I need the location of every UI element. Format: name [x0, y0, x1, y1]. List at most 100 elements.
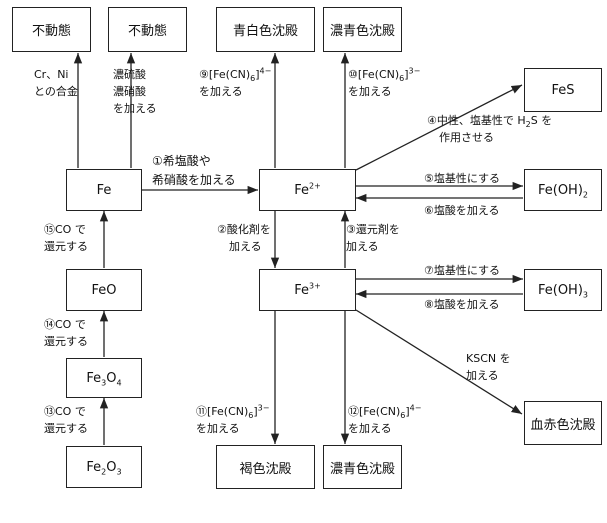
r10-sup: 3−: [408, 66, 421, 76]
label-reaction-9: ⑨[Fe(CN)6]4− を加える: [199, 66, 271, 100]
r4-a: ④中性、塩基性で H: [427, 114, 526, 127]
label-reaction-14: ⑭CO で 還元する: [44, 316, 88, 350]
label-nolyusan-kuwaeru: を加える: [113, 102, 157, 115]
r11-sup: 3−: [257, 403, 270, 413]
feoh3-sub: 3: [582, 290, 588, 300]
box-fes: FeS: [524, 68, 602, 112]
fe2o3-s1: 2: [101, 467, 107, 477]
fe3o4-s2: 4: [116, 378, 122, 388]
label-reaction-15-line2: 還元する: [44, 240, 88, 253]
fe3o4-s1: 3: [101, 378, 107, 388]
box-fe3-text: Fe3+: [294, 281, 321, 298]
fe3o4-b: O: [106, 370, 117, 386]
fe2-base: Fe: [294, 182, 309, 198]
label-reaction-11-line1: ⑪[Fe(CN)6]3−: [196, 403, 269, 420]
fe3-base: Fe: [294, 282, 309, 298]
label-reaction-1: ①希塩酸や 希硝酸を加える: [152, 152, 236, 190]
label-reaction-9-line2: を加える: [199, 85, 243, 98]
label-reaction-1-line1: ①希塩酸や: [152, 154, 211, 168]
label-reaction-10-line2: を加える: [348, 85, 392, 98]
r10-num: ⑩: [348, 68, 358, 81]
label-cr-ni-line2: との合金: [34, 85, 78, 98]
label-noshosan: 濃硝酸: [113, 85, 146, 98]
r11-num: ⑪: [196, 405, 207, 418]
label-reaction-8: ⑧塩酸を加える: [424, 298, 500, 311]
label-reaction-5: ⑤塩基性にする: [424, 172, 500, 185]
label-cr-ni-line1: Cr、Ni: [34, 68, 69, 81]
label-reaction-1-line2: 希硝酸を加える: [152, 173, 236, 187]
label-reaction-13-line1: ⑬CO で: [44, 405, 86, 418]
box-fe3o4-text: Fe3O4: [86, 370, 122, 388]
feoh3-formula: Fe(OH): [537, 282, 583, 298]
fe2o3-b: O: [106, 459, 117, 475]
label-reaction-13: ⑬CO で 還元する: [44, 403, 88, 437]
r10-a: [Fe(CN): [357, 68, 400, 81]
fe2o3-s2: 3: [116, 467, 122, 477]
box-nosei-top-text: 濃青色沈殿: [329, 24, 395, 39]
label-reaction-10: ⑩[Fe(CN)6]3− を加える: [348, 66, 420, 100]
arrow-fe2-to-fes: [355, 84, 523, 171]
box-feoh3: Fe(OH)3: [524, 269, 602, 311]
box-fudotai-right: 不動態: [108, 7, 187, 52]
box-nosei-chinden-bottom: 濃青色沈殿: [323, 445, 402, 489]
box-fe3o4: Fe3O4: [66, 358, 142, 398]
label-reaction-15-line1: ⑮CO で: [44, 223, 86, 236]
r4-b: S を: [530, 114, 553, 127]
label-nolyusan: 濃硫酸: [113, 68, 146, 81]
feoh2-sub: 2: [582, 190, 588, 200]
box-fe2o3-text: Fe2O3: [86, 459, 122, 477]
label-reaction-14-line2: 還元する: [44, 335, 88, 348]
label-reaction-3-line1: ③還元剤を: [346, 223, 400, 236]
box-kasshoku-chinden: 褐色沈殿: [216, 445, 315, 489]
label-reaction-12-line2: を加える: [348, 422, 392, 435]
label-reaction-7: ⑦塩基性にする: [424, 264, 500, 277]
label-reaction-15: ⑮CO で 還元する: [44, 221, 88, 255]
box-fe: Fe: [66, 169, 142, 211]
r10-b: ]: [404, 68, 409, 81]
r10-sub: 6: [399, 74, 405, 84]
box-fe2o3: Fe2O3: [66, 446, 142, 488]
label-reaction-12: ⑫[Fe(CN)6]4− を加える: [348, 403, 421, 437]
r12-num: ⑫: [348, 405, 359, 418]
label-cr-ni: Cr、Ni との合金: [34, 66, 78, 100]
box-fe-text: Fe: [96, 182, 112, 198]
label-kscn: KSCN を 加える: [466, 350, 511, 384]
box-kesseki-text: 血赤色沈殿: [530, 417, 596, 433]
label-reaction-4: ④中性、塩基性で H2S を 作用させる: [427, 112, 552, 146]
r12-sup: 4−: [409, 403, 422, 413]
label-reaction-3: ③還元剤を 加える: [346, 221, 400, 255]
label-reaction-3-line2: 加える: [346, 240, 379, 253]
box-nosei-bottom-text: 濃青色沈殿: [329, 461, 395, 477]
label-reaction-10-line1: ⑩[Fe(CN)6]3−: [348, 66, 420, 83]
fe2-charge: 2+: [308, 181, 321, 191]
r9-num: ⑨: [199, 68, 209, 81]
label-reaction-13-line2: 還元する: [44, 422, 88, 435]
label-reaction-14-line1: ⑭CO で: [44, 318, 86, 331]
box-fudotai-right-text: 不動態: [127, 24, 167, 39]
r12-sub: 6: [400, 411, 406, 421]
r11-b: ]: [253, 405, 258, 418]
fe3o4-a: Fe: [86, 370, 102, 386]
box-fudotai-left-text: 不動態: [31, 24, 71, 39]
label-concentrated-acids: 濃硫酸 濃硝酸 を加える: [113, 66, 157, 117]
box-aojiro-chinden: 青白色沈殿: [216, 7, 315, 52]
box-feoh2-text: Fe(OH)2: [538, 183, 588, 200]
box-feoh2: Fe(OH)2: [524, 169, 602, 211]
r9-a: [Fe(CN): [208, 68, 251, 81]
label-reaction-11-line2: を加える: [196, 422, 240, 435]
fe2o3-a: Fe: [86, 459, 102, 475]
label-reaction-4-line2: 作用させる: [439, 131, 494, 144]
fe3-charge: 3+: [308, 281, 321, 291]
label-reaction-4-line1: ④中性、塩基性で H2S を: [427, 112, 552, 129]
label-reaction-2-line2: 加える: [229, 240, 262, 253]
r9-sub: 6: [250, 74, 256, 84]
label-reaction-2-line1: ②酸化剤を: [217, 223, 271, 236]
box-fudotai-left: 不動態: [12, 7, 91, 52]
box-feoh3-text: Fe(OH)3: [537, 282, 588, 300]
box-fe2-ion: Fe2+: [259, 169, 356, 211]
box-feo: FeO: [66, 269, 142, 311]
r11-sub: 6: [248, 411, 254, 421]
box-nosei-chinden-top: 濃青色沈殿: [323, 7, 402, 52]
label-reaction-2: ②酸化剤を 加える: [217, 221, 271, 255]
